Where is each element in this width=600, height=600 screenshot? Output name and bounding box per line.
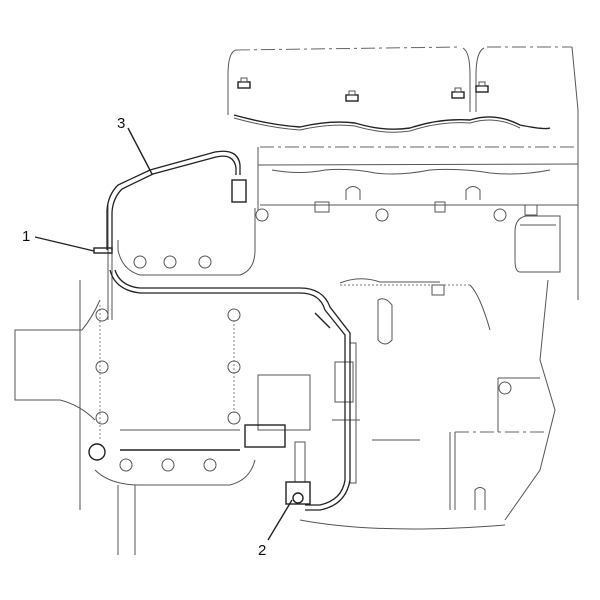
sensor-assembly: [244, 342, 360, 505]
bolt-icon: [345, 90, 359, 102]
connector-icon: [93, 247, 113, 254]
valve-cover: [227, 46, 579, 300]
tube-clip: [314, 312, 331, 329]
tube-fitting-upper: [231, 179, 247, 203]
tube-assembly[interactable]: [106, 150, 351, 511]
bolt-icon: [451, 87, 465, 99]
cylinder-head: [255, 146, 579, 273]
callout-1: 1: [22, 228, 31, 245]
callout-3: 3: [117, 115, 126, 132]
block-plate: [14, 203, 256, 555]
bolt-icon: [237, 77, 251, 89]
block-right: [299, 278, 556, 530]
callout-leaders: [34, 127, 293, 541]
callout-2: 2: [258, 542, 267, 559]
bolt-icon: [475, 81, 489, 93]
